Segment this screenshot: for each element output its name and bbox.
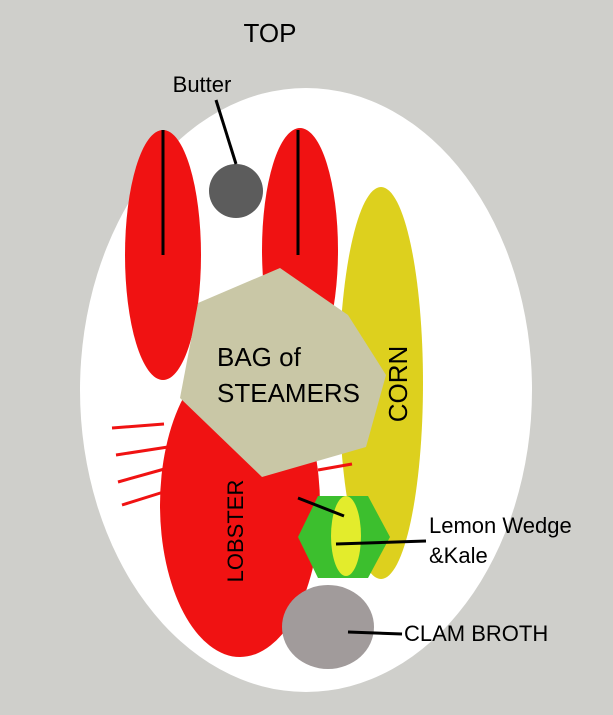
diagram-title: TOP (244, 18, 297, 48)
butter (209, 164, 263, 218)
clam-broth (282, 585, 374, 669)
lemon-label-line1: Lemon Wedge (429, 513, 572, 538)
steamer-bag-label-line2: STEAMERS (217, 378, 360, 408)
lemon-wedge (331, 496, 361, 576)
clam-broth-label: CLAM BROTH (404, 621, 548, 646)
clam-broth-leader-line (348, 632, 402, 634)
steamer-bag-label-line1: BAG of (217, 342, 302, 372)
lobster-label: LOBSTER (223, 480, 248, 583)
corn-label: CORN (383, 346, 413, 423)
butter-label: Butter (173, 72, 232, 97)
lemon-label-line2: &Kale (429, 543, 488, 568)
